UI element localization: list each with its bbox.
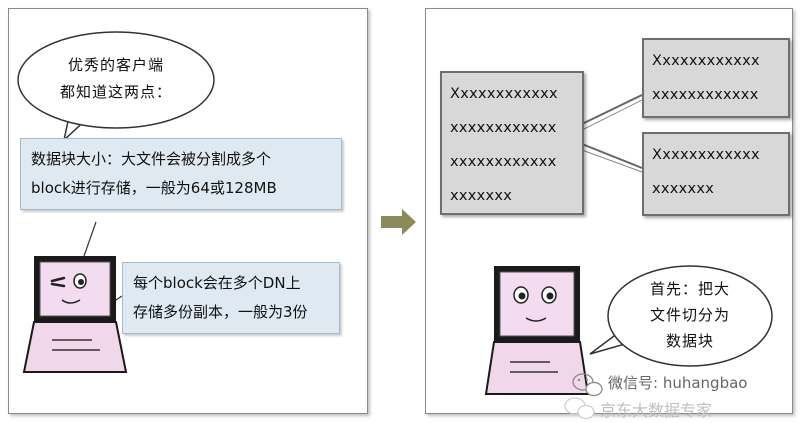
connector-line [115,295,123,301]
info-box-2-line-2: 存储多份副本，一般为3份 [133,303,308,321]
info-box-replication: 每个block会在多个DN上 存储多份副本，一般为3份 [122,262,340,334]
info-box-2-line-1: 每个block会在多个DN上 [133,274,301,292]
watermark-account-name: 京东大数据专家 [600,401,713,420]
big-file-line: Xxxxxxxxxxxx [450,86,558,102]
wechat-logo-icon [564,373,603,420]
block-1-line: xxxxxxxxxxxx [652,87,759,103]
block-2-line: xxxxxxx [652,181,715,197]
info-box-block-size: 数据块大小：大文件会被分割成多个 block进行存储，一般为64或128MB [20,138,342,210]
big-file-line: xxxxxxxxxxxx [450,154,557,170]
speech-bubble-text: 首先：把大 文件切分为 数据块 [628,276,752,354]
info-box-1-line-2: block进行存储，一般为64或128MB [31,179,277,197]
thought-bubble-text: 优秀的客户端 都知道这两点： [42,52,190,106]
speech-line-3: 数据块 [665,332,714,350]
data-block-1: Xxxxxxxxxxxx xxxxxxxxxxxx [642,38,790,118]
speech-bubble [589,265,773,367]
thought-line-1: 优秀的客户端 [67,56,164,74]
right-arrow-icon [381,209,416,235]
big-file-line: xxxxxxxxxxxx [450,120,557,136]
block-1-line: Xxxxxxxxxxxx [652,53,760,69]
split-connectors [581,94,643,173]
speech-line-1: 首先：把大 [649,280,730,298]
connector-line [83,221,97,257]
thought-bubble [17,31,215,143]
big-file-line: xxxxxxx [450,188,513,204]
block-2-line: Xxxxxxxxxxxx [652,147,760,163]
data-block-2: Xxxxxxxxxxxx xxxxxxx [642,132,790,216]
laptop-winking-icon [22,256,128,373]
info-box-1-line-1: 数据块大小：大文件会被分割成多个 [31,150,272,168]
thought-line-2: 都知道这两点： [59,83,172,101]
laptop-smiling-icon [484,266,590,395]
watermark-wechat-id: 微信号: huhangbao [608,374,748,392]
speech-line-2: 文件切分为 [649,306,730,324]
big-file-box: Xxxxxxxxxxxx xxxxxxxxxxxx xxxxxxxxxxxx x… [440,71,584,215]
